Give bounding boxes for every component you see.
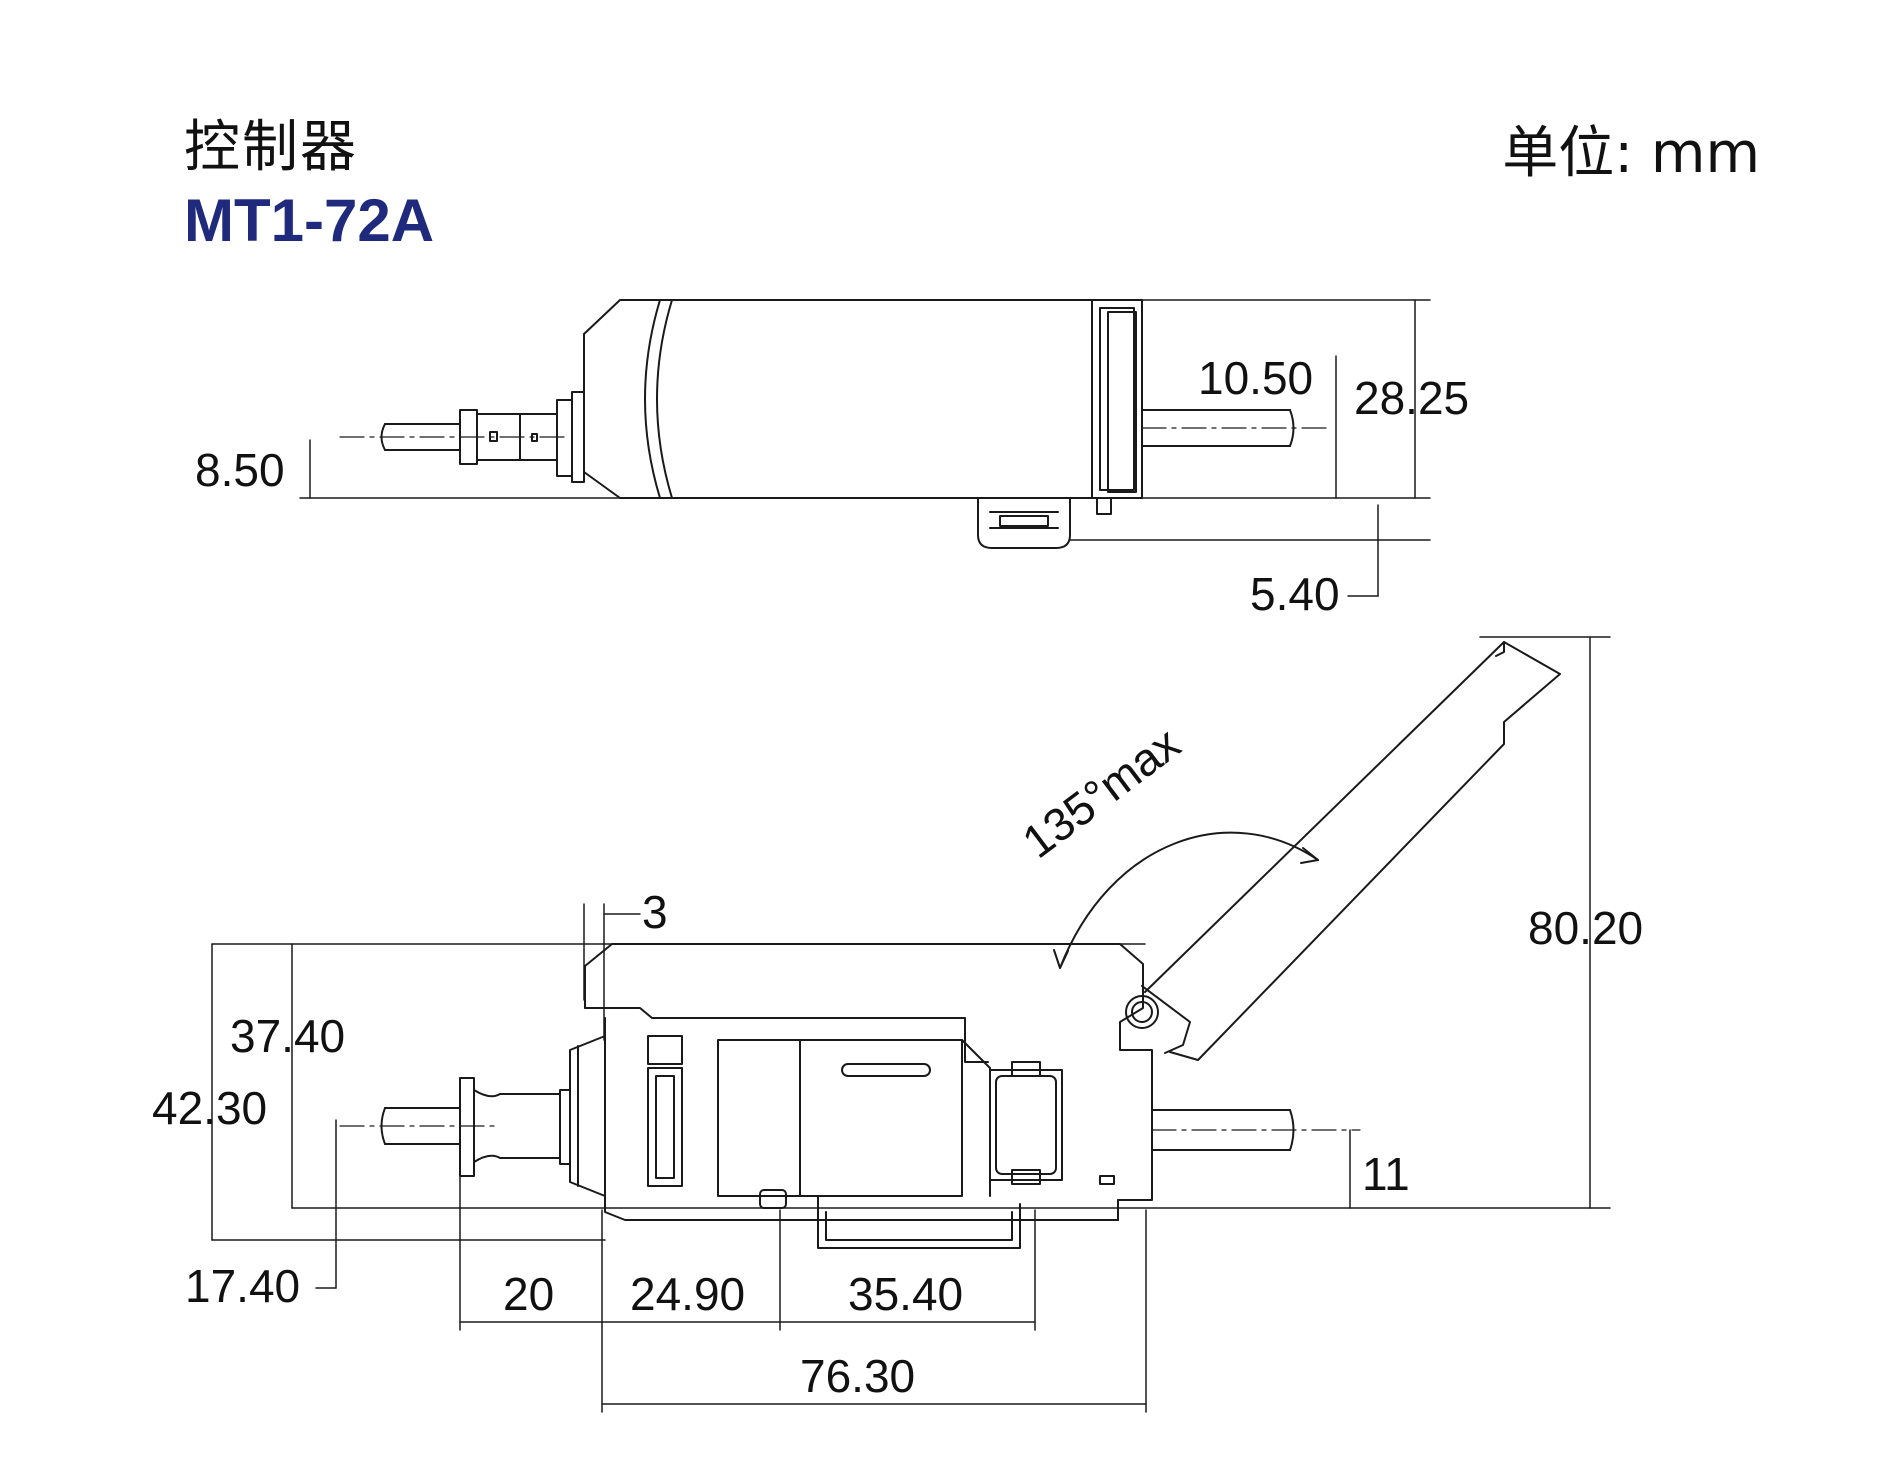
dim-body-height: 37.40	[230, 1010, 345, 1062]
dim-right-cable-height-side: 11	[1362, 1148, 1410, 1200]
dim-right-cable-height: 10.50	[1198, 352, 1313, 404]
dim-cable-offset: 8.50	[195, 444, 285, 496]
dim-foot-depth: 5.40	[1250, 568, 1340, 620]
page-title: 控制器	[184, 115, 358, 180]
top-right-cable	[1141, 409, 1331, 447]
model-number: MT1-72A	[184, 187, 435, 254]
side-main-body	[584, 943, 1159, 1249]
dim-top-total-height: 28.25	[1354, 372, 1469, 424]
top-view	[299, 299, 1431, 597]
unit-label: 单位: mm	[1502, 121, 1760, 186]
dim-cable-length: 20	[503, 1268, 554, 1320]
side-dimension-lines	[211, 636, 1611, 1413]
dim-lid-angle: 135°max	[1013, 717, 1190, 868]
top-main-body	[583, 299, 1143, 549]
dim-side-total-height: 42.30	[152, 1082, 267, 1134]
top-left-cable	[339, 423, 566, 451]
dim-open-height: 80.20	[1528, 902, 1643, 954]
dim-left-cable-height: 17.40	[185, 1260, 300, 1312]
dim-clip-width: 35.40	[848, 1268, 963, 1320]
top-dimension-lines	[299, 299, 1431, 597]
dim-lid-step: 3	[642, 886, 668, 938]
side-right-cable	[1151, 1109, 1361, 1151]
lid-angle-arc	[1053, 831, 1319, 969]
side-view	[211, 636, 1611, 1413]
side-left-cable	[339, 1035, 606, 1197]
dim-clip-offset: 24.90	[630, 1268, 745, 1320]
side-open-lid	[1141, 641, 1561, 1061]
top-connector	[459, 391, 585, 483]
dim-body-length: 76.30	[800, 1350, 915, 1402]
